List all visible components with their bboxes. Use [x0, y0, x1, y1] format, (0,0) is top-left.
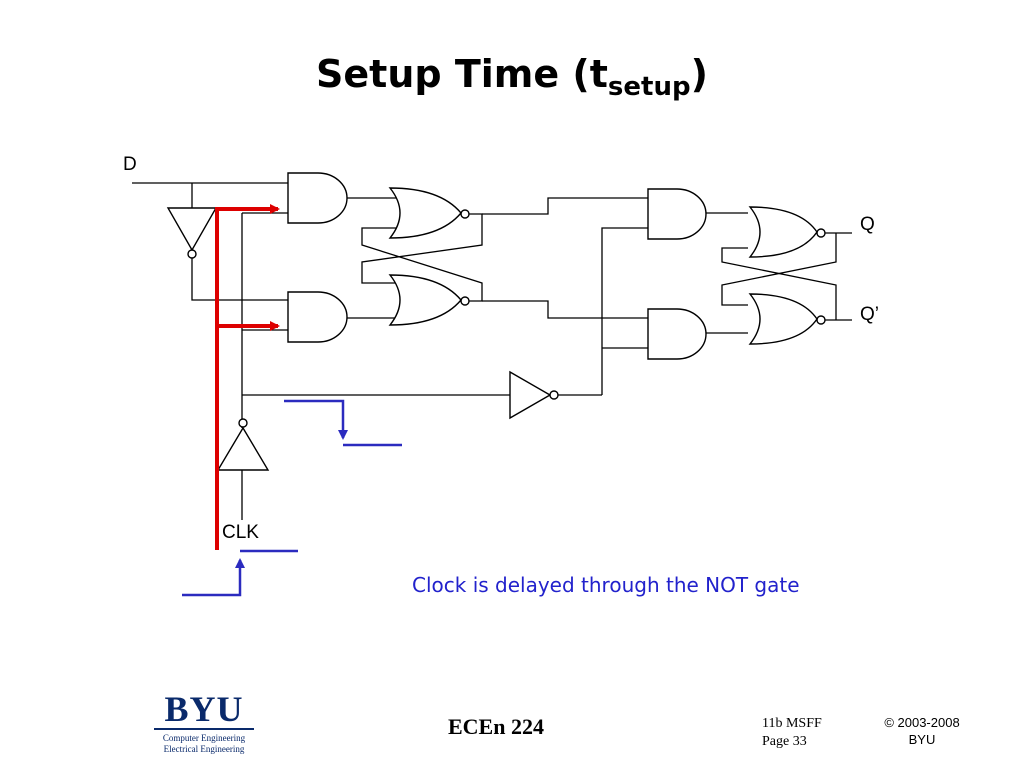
copyright-holder: BYU	[908, 732, 936, 747]
slave-and-gate-top	[647, 188, 707, 240]
q-bar-output-label: Q’	[860, 304, 879, 325]
d-inverter-gate	[166, 207, 218, 259]
slide-title: Setup Time (tsetup)	[316, 52, 708, 102]
master-and-gate-top	[287, 172, 348, 224]
delayed-clock-waveform	[284, 399, 402, 447]
q-output-label: Q	[860, 214, 875, 235]
page-number: Page 33	[762, 734, 807, 749]
master-and-gate-bottom	[287, 291, 348, 343]
logo-department-line-1: Computer Engineering	[162, 733, 246, 743]
logo-divider	[154, 728, 254, 730]
diagram-caption: Clock is delayed through the NOT gate	[412, 573, 800, 597]
master-nor-gate-top	[388, 187, 470, 239]
course-name: ECEn 224	[448, 714, 544, 739]
master-nor-gate-bottom	[388, 274, 470, 326]
page-info: 11b MSFF Page 33	[762, 715, 822, 751]
slave-nor-gate-bottom	[748, 293, 826, 345]
slave-nor-gate-top	[748, 206, 826, 258]
slave-and-gate-bottom	[647, 308, 707, 360]
clk-input-waveform	[182, 549, 298, 597]
d-input-label: D	[123, 154, 137, 175]
byu-logo: BYU Computer Engineering Electrical Engi…	[154, 689, 254, 755]
clk-inverter-gate	[216, 418, 270, 471]
module-name: 11b MSFF	[762, 716, 822, 731]
logo-department-line-2: Electrical Engineering	[163, 744, 245, 754]
setup-path-highlight	[215, 204, 280, 550]
clk-input-label: CLK	[222, 522, 259, 543]
logo-wordmark: BYU	[164, 689, 244, 729]
msff-circuit-diagram: D CLK Q Q’	[123, 154, 879, 597]
copyright-years: © 2003-2008	[884, 715, 960, 730]
slave-clock-inverter-gate	[509, 370, 559, 420]
circuit-wires	[132, 182, 852, 520]
copyright: © 2003-2008 BYU	[872, 714, 972, 748]
